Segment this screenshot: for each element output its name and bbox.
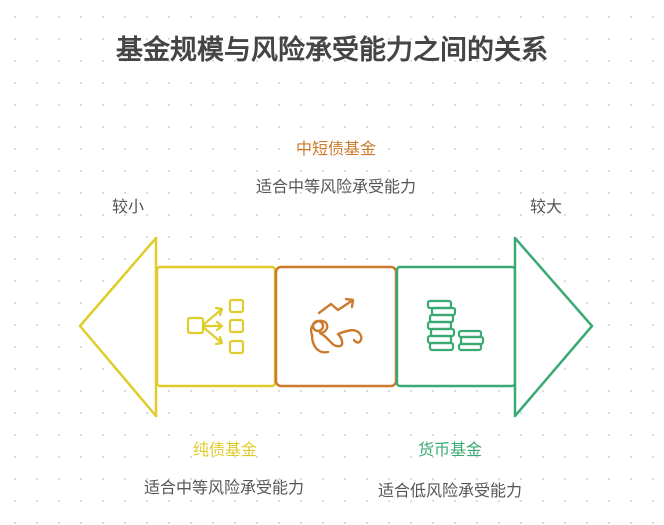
distribution-icon <box>186 298 245 355</box>
page-title: 基金规模与风险承受能力之间的关系 <box>116 35 548 66</box>
coin-stack-icon <box>426 299 485 352</box>
axis-right-label: 较大 <box>529 197 562 216</box>
growth-chart-icon <box>309 297 363 354</box>
segment-desc-money-market: 适合低风险承受能力 <box>377 481 522 500</box>
segment-label-money-market: 货币基金 <box>417 440 482 459</box>
left-arrow-pure-bond <box>78 236 277 418</box>
segment-desc-pure-bond: 适合中等风险承受能力 <box>143 478 304 497</box>
middle-box-mid-short-bond <box>274 265 398 388</box>
segment-desc-mid-short-bond: 适合中等风险承受能力 <box>255 177 416 196</box>
segment-label-mid-short-bond: 中短债基金 <box>295 139 376 158</box>
segment-label-pure-bond: 纯债基金 <box>192 440 257 459</box>
axis-left-label: 较小 <box>111 197 144 216</box>
right-arrow-money-market <box>395 236 594 418</box>
